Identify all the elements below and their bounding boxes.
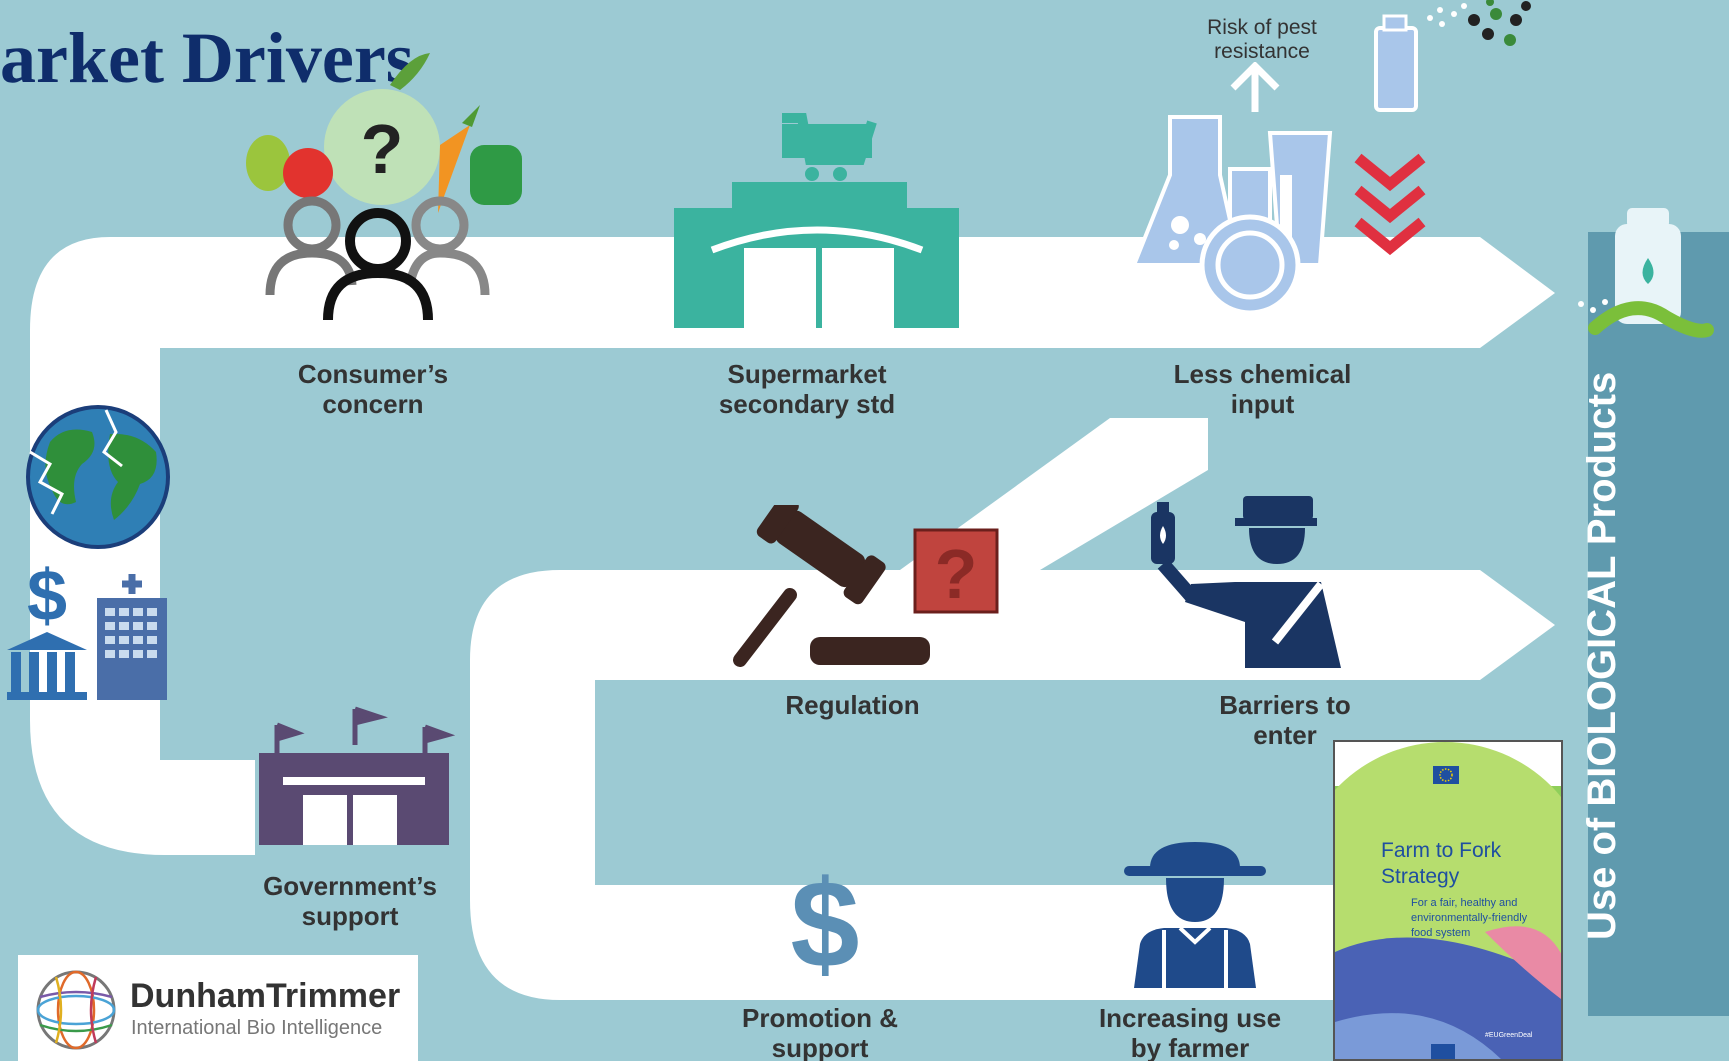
biological-products-label: Use of BIOLOGICAL Products bbox=[1580, 371, 1624, 940]
regulation-label: Regulation bbox=[785, 690, 920, 720]
government-building-icon bbox=[259, 706, 455, 845]
page-title: arket Drivers bbox=[0, 18, 414, 98]
logo-name: DunhamTrimmer bbox=[130, 977, 401, 1015]
spray-bottle-icon bbox=[1374, 0, 1531, 112]
supermarket-icon bbox=[674, 113, 959, 330]
svg-text:$: $ bbox=[27, 558, 67, 636]
gavel-icon bbox=[733, 505, 930, 667]
dollar-icon: $ bbox=[791, 862, 860, 982]
government-finance-icon: $ bbox=[7, 558, 167, 700]
lower-path-band bbox=[470, 570, 1555, 1000]
cover-hashtag: #EUGreenDeal bbox=[1485, 1032, 1533, 1039]
logo-globe-icon bbox=[36, 970, 116, 1050]
globe-icon bbox=[26, 405, 170, 549]
chemical-flasks-icon bbox=[1131, 115, 1333, 316]
bio-bottle-caterpillar-icon bbox=[1578, 208, 1714, 338]
farmer-icon bbox=[1124, 842, 1266, 988]
logo-tagline: International Bio Intelligence bbox=[131, 1017, 383, 1039]
biological-products-bar bbox=[1588, 232, 1729, 1016]
svg-text:?: ? bbox=[935, 535, 978, 613]
upper-path-band bbox=[30, 237, 1555, 855]
up-arrow-icon bbox=[1230, 62, 1280, 112]
dunhamtrimmer-logo: DunhamTrimmer International Bio Intellig… bbox=[18, 955, 418, 1061]
consumer-concern-icon: ? bbox=[246, 53, 522, 321]
promotion-label: Promotion &support bbox=[742, 1003, 898, 1061]
officer-icon bbox=[1151, 496, 1341, 668]
question-box-icon: ? bbox=[913, 528, 999, 614]
svg-text:$: $ bbox=[791, 862, 860, 982]
decrease-chevrons-icon bbox=[1354, 153, 1426, 256]
svg-text:?: ? bbox=[361, 110, 404, 188]
cover-artwork bbox=[1335, 742, 1561, 1059]
